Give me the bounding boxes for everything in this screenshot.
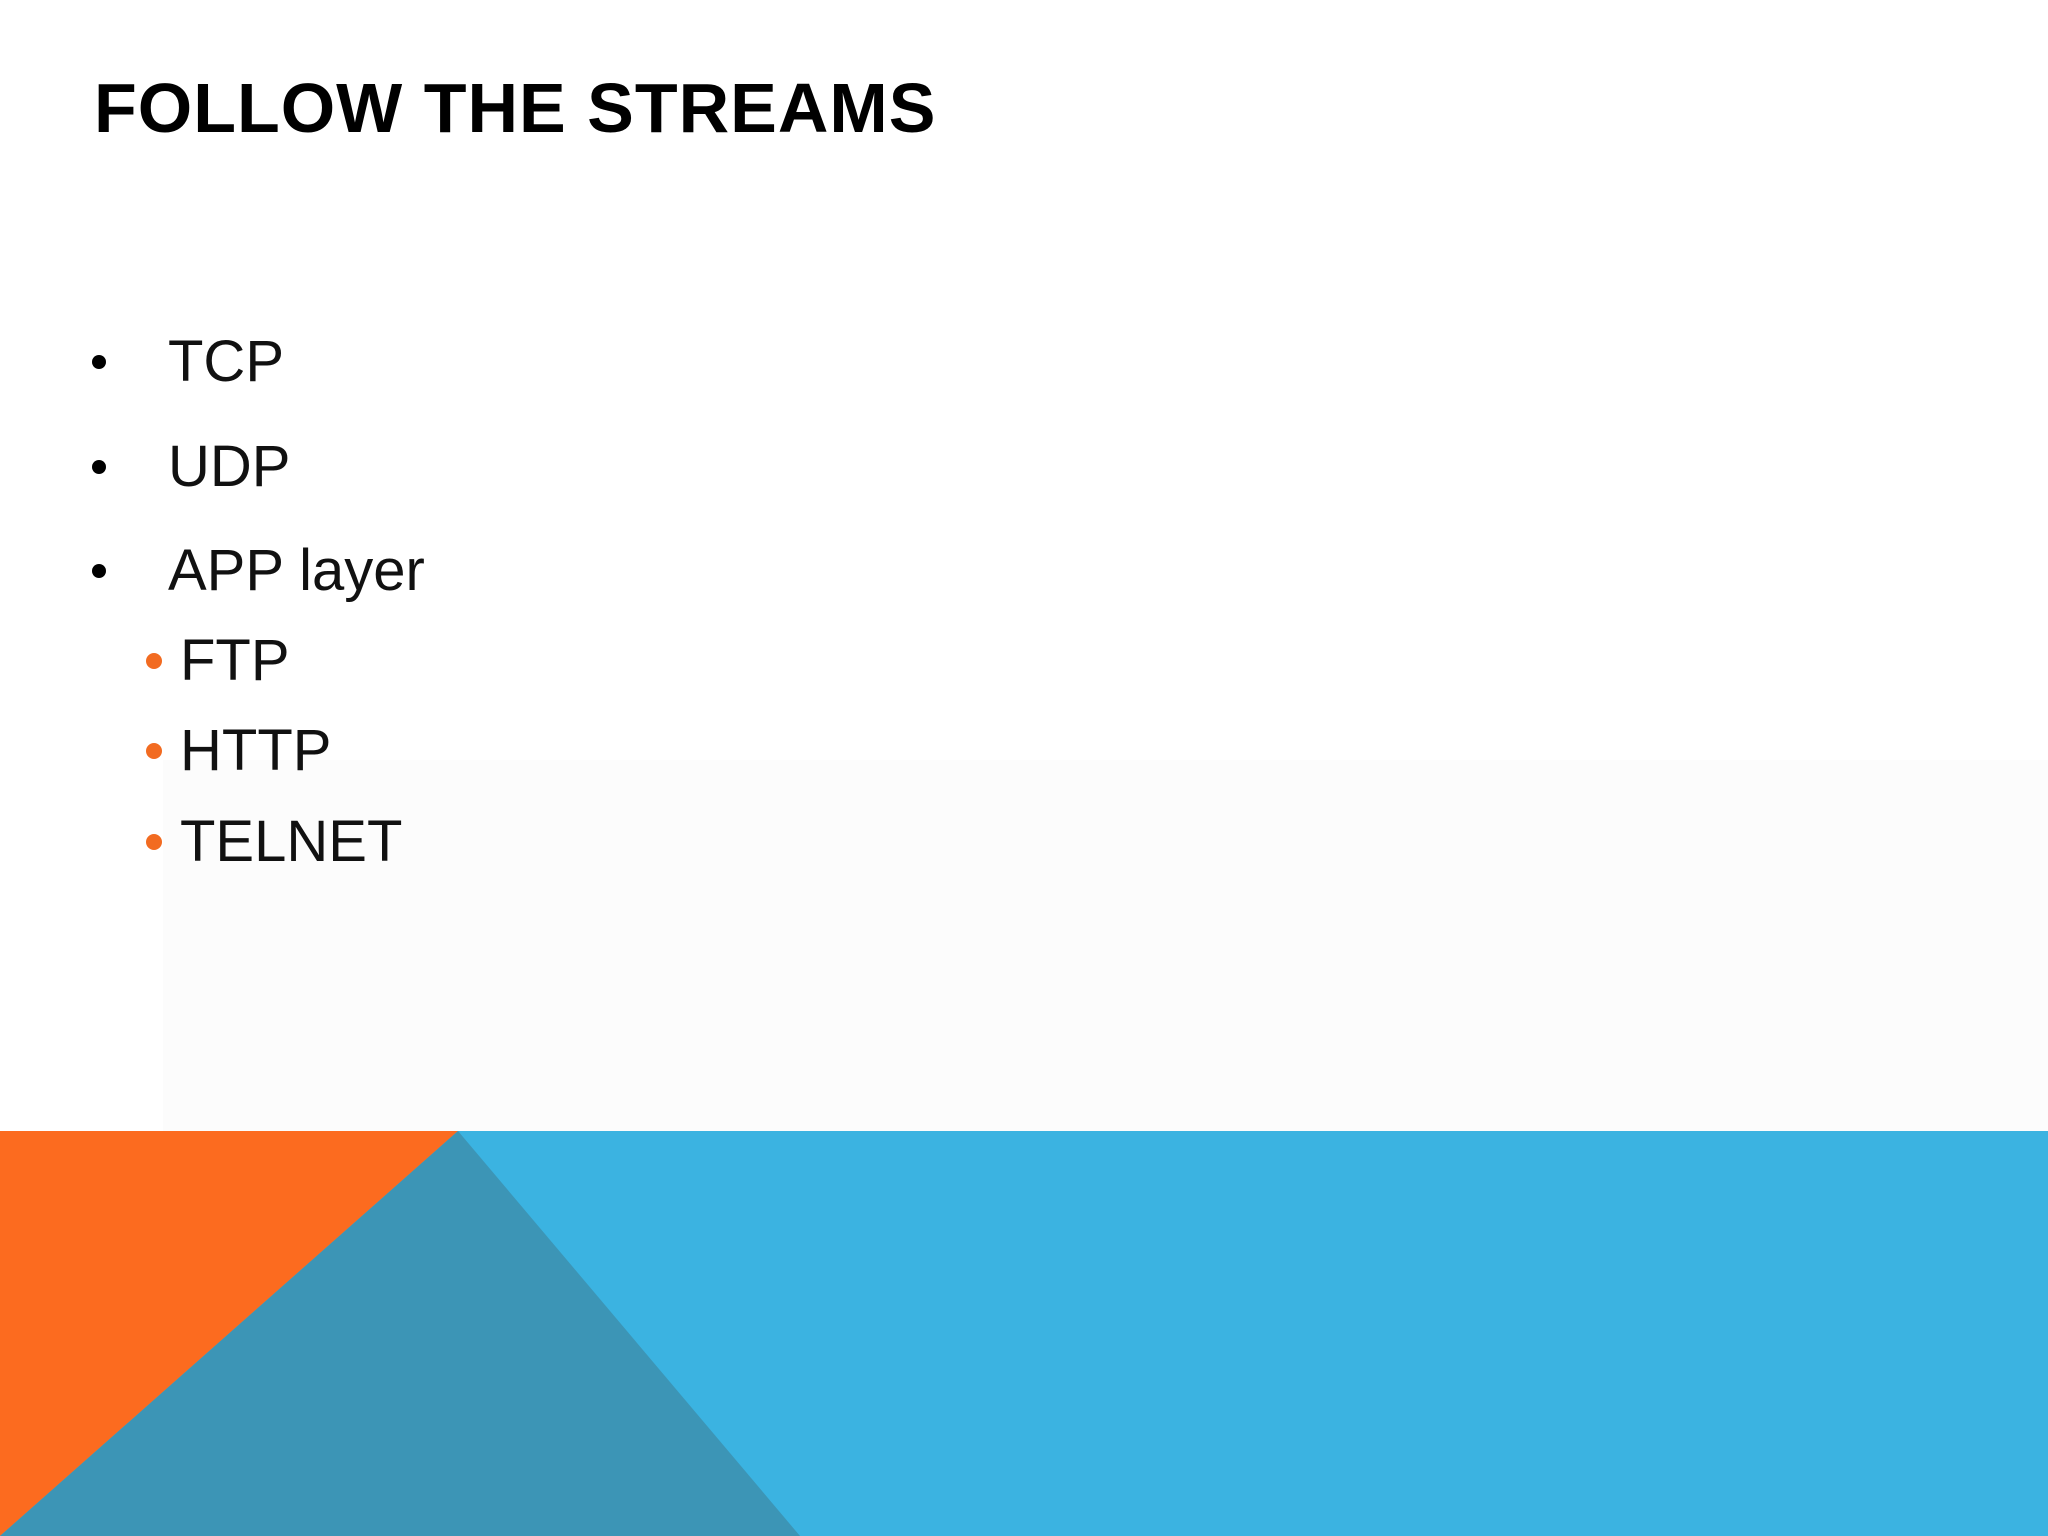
- slide-title: FOLLOW THE STREAMS: [94, 69, 937, 147]
- bullet-label: TCP: [168, 329, 284, 394]
- bullet-dot-icon: [92, 563, 106, 578]
- bullet-list: TCP UDP APP layer FTP HTTP TELNET: [92, 327, 425, 877]
- sub-bullet-label: TELNET: [180, 809, 403, 874]
- sub-bullet-dot-icon: [146, 833, 162, 850]
- bullet-dot-icon: [92, 459, 106, 474]
- bullet-label: APP layer: [168, 538, 425, 603]
- content-panel-background: [163, 760, 2048, 1132]
- bullet-item-app-layer: APP layer: [92, 536, 425, 606]
- bullet-item-udp: UDP: [92, 432, 290, 502]
- sub-bullet-dot-icon: [146, 742, 162, 759]
- sub-bullet-item-telnet: TELNET: [146, 807, 402, 877]
- sub-bullet-dot-icon: [146, 652, 162, 669]
- sub-bullet-item-ftp: FTP: [146, 626, 290, 696]
- sub-bullet-item-http: HTTP: [146, 716, 331, 786]
- sub-bullet-label: HTTP: [180, 718, 332, 783]
- bullet-label: UDP: [168, 434, 291, 499]
- footer-teal-triangle: [0, 1131, 800, 1536]
- bullet-dot-icon: [92, 354, 106, 369]
- bullet-item-tcp: TCP: [92, 327, 284, 397]
- footer-decoration: [0, 1131, 2048, 1536]
- sub-bullet-label: FTP: [180, 628, 290, 693]
